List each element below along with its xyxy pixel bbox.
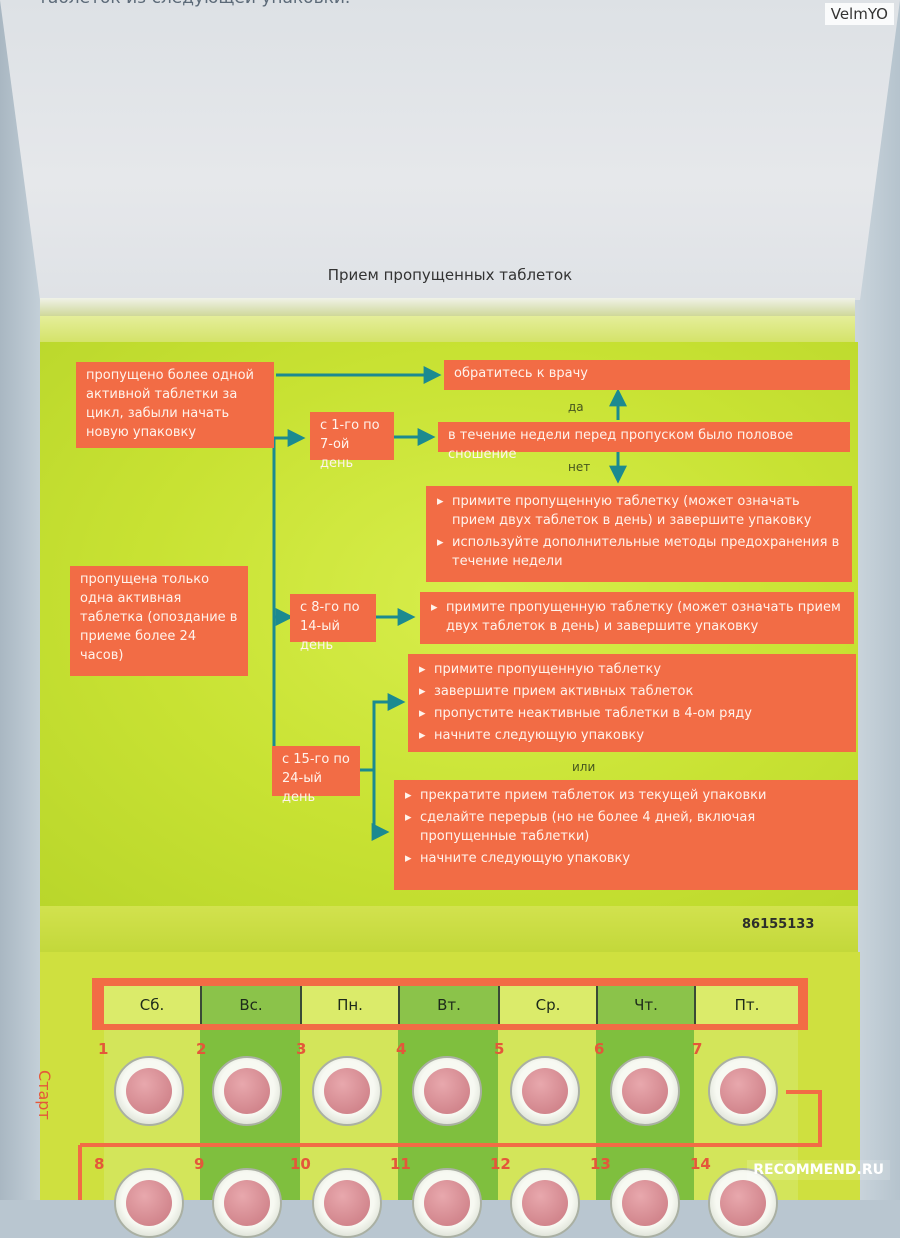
label-yes: да	[568, 400, 584, 414]
pill-number-3: 3	[296, 1040, 306, 1058]
list-item: примите пропущенную таблетку	[434, 660, 846, 679]
pill-3	[312, 1056, 382, 1126]
list-no-instructions: примите пропущенную таблетку (может озна…	[426, 486, 852, 578]
box-8-14-instructions: примите пропущенную таблетку (может озна…	[420, 592, 854, 644]
box-day-15-24: с 15-го по 24-ый день	[272, 746, 360, 796]
box-day-8-14: с 8-го по 14-ый день	[290, 594, 376, 642]
weekday-tue: Вт.	[398, 986, 498, 1024]
list-15-24-option-a: примите пропущенную таблетку завершите п…	[408, 654, 856, 752]
weekday-fri: Пт.	[694, 986, 798, 1024]
pill-number-13: 13	[590, 1155, 611, 1173]
pill-11	[412, 1168, 482, 1238]
pill-13	[610, 1168, 680, 1238]
pill-2	[212, 1056, 282, 1126]
fold-line	[40, 298, 855, 316]
product-code: 86155133	[742, 917, 814, 932]
watermark-velmyo: VelmYO	[825, 3, 894, 25]
pill-9	[212, 1168, 282, 1238]
pill-number-1: 1	[98, 1040, 108, 1058]
list-item: прекратите прием таблеток из текущей упа…	[420, 786, 848, 805]
pill-8	[114, 1168, 184, 1238]
pill-10	[312, 1168, 382, 1238]
cover-top-text: таблеток из следующей упаковки.	[38, 0, 350, 8]
list-item: пропустите неактивные таблетки в 4-ом ря…	[434, 704, 846, 723]
pill-number-8: 8	[94, 1155, 104, 1173]
list-item: начните следующую упаковку	[420, 849, 848, 868]
weekday-wed: Ср.	[498, 986, 596, 1024]
weekday-sun: Вс.	[200, 986, 300, 1024]
cover-title: Прием пропущенных таблеток	[0, 266, 900, 284]
pill-number-7: 7	[692, 1040, 702, 1058]
list-8-14-instructions: примите пропущенную таблетку (может озна…	[420, 592, 854, 643]
box-missed-more-than-one: пропущено более одной активной таблетки …	[76, 362, 274, 448]
fold-band	[40, 316, 855, 342]
pill-number-4: 4	[396, 1040, 406, 1058]
list-item: используйте дополнительные методы предох…	[452, 533, 842, 571]
list-item: начните следующую упаковку	[434, 726, 846, 745]
bottom-strip	[40, 906, 858, 952]
weekday-thu: Чт.	[596, 986, 694, 1024]
pill-5	[510, 1056, 580, 1126]
pill-number-9: 9	[194, 1155, 204, 1173]
box-no-instructions: примите пропущенную таблетку (может озна…	[426, 486, 852, 582]
pill-1	[114, 1056, 184, 1126]
list-15-24-option-b: прекратите прием таблеток из текущей упа…	[394, 780, 858, 875]
pill-number-12: 12	[490, 1155, 511, 1173]
pill-4	[412, 1056, 482, 1126]
box-intercourse-question: в течение недели перед пропуском было по…	[438, 422, 850, 452]
weekday-sat: Сб.	[104, 986, 200, 1024]
pill-number-10: 10	[290, 1155, 311, 1173]
box-15-24-option-a: примите пропущенную таблетку завершите п…	[408, 654, 856, 752]
flowchart-panel: пропущено более одной активной таблетки …	[40, 342, 858, 908]
booklet-cover: таблеток из следующей упаковки. Прием пр…	[0, 0, 900, 300]
list-item: примите пропущенную таблетку (может озна…	[452, 492, 842, 530]
box-15-24-option-b: прекратите прием таблеток из текущей упа…	[394, 780, 858, 890]
list-item: примите пропущенную таблетку (может озна…	[446, 598, 844, 636]
label-or: или	[572, 760, 595, 774]
list-item: сделайте перерыв (но не более 4 дней, вк…	[420, 808, 848, 846]
box-missed-only-one: пропущена только одна активная таблетка …	[70, 566, 248, 676]
pill-6	[610, 1056, 680, 1126]
pill-number-11: 11	[390, 1155, 411, 1173]
weekday-mon: Пн.	[300, 986, 398, 1024]
pill-12	[510, 1168, 580, 1238]
pill-number-6: 6	[594, 1040, 604, 1058]
pill-number-14: 14	[690, 1155, 711, 1173]
start-label: Старт	[35, 1070, 54, 1120]
pill-number-5: 5	[494, 1040, 504, 1058]
label-no: нет	[568, 460, 590, 474]
box-day-1-7: с 1-го по 7-ой день	[310, 412, 394, 460]
list-item: завершите прием активных таблеток	[434, 682, 846, 701]
watermark-recommend: RECOMMEND.RU	[747, 1160, 890, 1180]
pill-7	[708, 1056, 778, 1126]
pill-number-2: 2	[196, 1040, 206, 1058]
box-see-doctor: обратитесь к врачу	[444, 360, 850, 390]
